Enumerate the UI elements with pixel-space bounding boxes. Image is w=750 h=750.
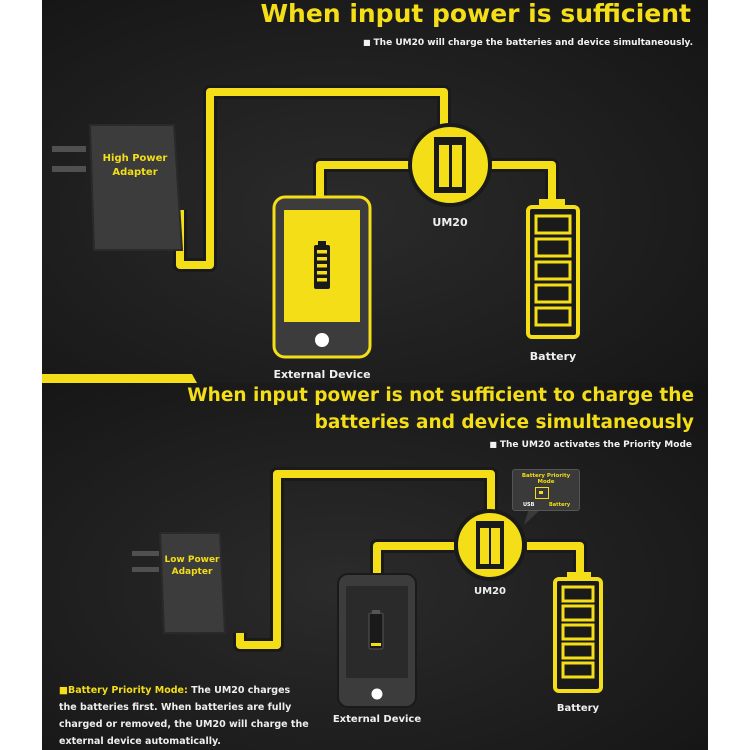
bottom-device-label: External Device [332,714,422,725]
battery-priority-popup: Battery Priority Mode USB Battery [512,469,580,511]
popup-pointer [524,508,542,525]
um20-charger-icon [454,509,526,581]
wall-adapter-icon [52,124,184,251]
popup-usb-label: USB [523,502,535,508]
um20-charger-icon [408,123,492,207]
top-heading: When input power is sufficient [260,0,691,28]
top-adapter-label: High Power Adapter [100,152,170,180]
bottom-subtext-text: The UM20 activates the Priority Mode [499,440,692,450]
adapter-cable [176,88,448,269]
adapter-cable [236,470,495,649]
note-bullet: ■ [59,685,68,696]
top-adapter-label-line1: High Power [102,153,168,164]
bottom-battery-label: Battery [556,703,600,714]
bottom-charger-label: UM20 [474,586,506,597]
bottom-heading-line1: When input power is not sufficient to ch… [187,385,694,406]
phone-icon [337,573,417,708]
battery-cable [487,161,556,204]
top-battery-label: Battery [529,350,577,363]
phone-icon [272,195,372,359]
bottom-adapter-label: Low Power Adapter [159,554,225,578]
device-cable [373,542,454,581]
note-text: The UM20 charges the batteries first. Wh… [59,685,309,747]
priority-mode-note: ■Battery Priority Mode: The UM20 charges… [59,682,309,750]
top-subtext: ■The UM20 will charge the batteries and … [362,38,693,48]
battery-icon [553,572,603,693]
top-device-label: External Device [273,368,371,381]
popup-title: Battery Priority Mode [521,473,571,485]
device-cable [316,161,414,204]
bottom-subtext: ■The UM20 activates the Priority Mode [489,440,692,450]
bottom-adapter-label-line1: Low Power [164,555,220,565]
top-adapter-label-line2: Adapter [112,167,158,178]
bottom-adapter-label-line2: Adapter [171,567,213,577]
insufficient-power-panel: When input power is not sufficient to ch… [42,383,708,750]
note-highlight: Battery Priority Mode: [67,685,188,696]
wall-adapter-icon [132,532,227,634]
battery-cable [527,542,584,578]
accent-stripe [42,374,197,383]
bottom-heading-line2: batteries and device simultaneously [314,412,694,433]
sufficient-power-diagram [42,85,580,383]
top-subtext-text: The UM20 will charge the batteries and d… [373,38,693,48]
top-charger-label: UM20 [432,216,468,229]
priority-mode-diagram [132,467,603,708]
sufficient-power-panel: When input power is sufficient ■The UM20… [42,0,708,383]
priority-indicator-dot [539,491,543,494]
battery-icon [526,199,580,339]
priority-indicator-icon [535,487,549,499]
popup-battery-label: Battery [549,502,571,508]
